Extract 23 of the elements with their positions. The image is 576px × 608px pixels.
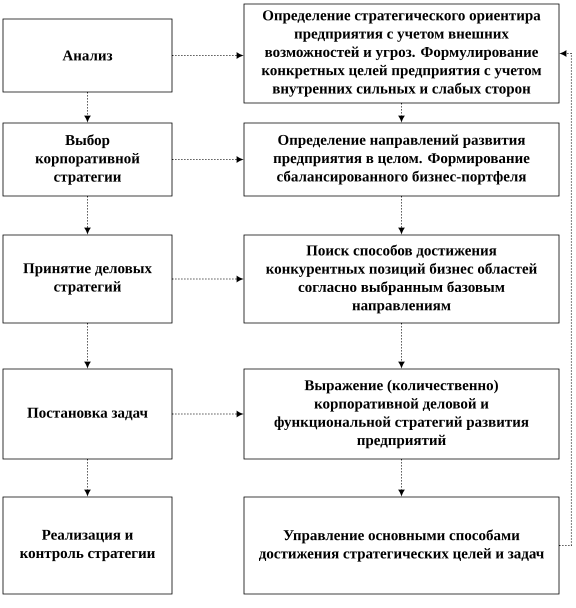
process-box: Анализ	[2, 18, 172, 92]
process-box: Выражение (количественно) корпоративной деловой и функциональной стратегий развития предприятий	[244, 368, 560, 460]
arrow	[84, 458, 90, 496]
arrow	[172, 276, 243, 282]
arrow	[398, 102, 404, 122]
arrow	[558, 50, 572, 546]
process-box: Постановка задач	[2, 368, 172, 460]
process-box: Выбор корпоративной стратегии	[2, 122, 172, 196]
arrow	[84, 322, 90, 368]
arrow	[172, 411, 243, 417]
arrow	[172, 52, 243, 58]
process-box: Поиск способов достижения конкурентных позиций бизнес областей согласно выбранным базовым направлениям	[244, 234, 560, 324]
process-box: Определение направлений развития предприятия в целом. Формирование сбалансированного бизнес-портфеля	[244, 122, 560, 196]
arrow	[398, 322, 404, 368]
process-box: Принятие деловых стратегий	[2, 234, 172, 324]
process-box: Определение стратегического ориентира предприятия с учетом внешних возможностей и угроз. Формулирование конкретных целей предприятия с учетом внутренних сильных и слабых сторон	[244, 4, 560, 104]
arrow	[84, 92, 90, 122]
process-box: Реализация и контроль стратегии	[2, 496, 172, 594]
arrow	[398, 196, 404, 234]
arrow	[84, 196, 90, 234]
arrow	[172, 156, 243, 162]
arrow	[398, 458, 404, 496]
process-box: Управление основными способами достижения стратегических целей и задач	[244, 496, 560, 594]
